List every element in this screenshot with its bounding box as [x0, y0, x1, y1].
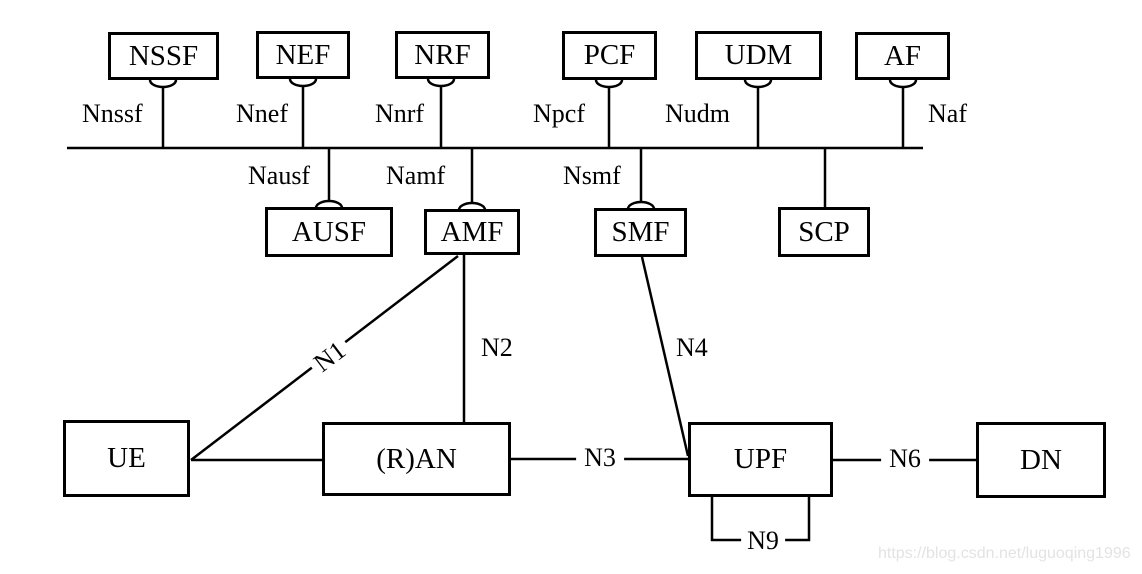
node-nrf: NRF — [395, 31, 490, 79]
node-udm: UDM — [695, 31, 822, 80]
interface-label-nnssf: Nnssf — [82, 99, 143, 128]
node-amf: AMF — [424, 209, 520, 255]
interface-label-nnef: Nnef — [236, 99, 288, 128]
node-pcf: PCF — [562, 31, 657, 80]
node-nssf: NSSF — [108, 32, 219, 80]
reference-label-n3: N3 — [576, 445, 624, 471]
node-dn: DN — [976, 422, 1106, 498]
interface-label-nsmf: Nsmf — [563, 161, 621, 190]
node-af: AF — [855, 32, 950, 80]
csdn-watermark: https://blog.csdn.net/luguoqing1996 — [878, 545, 1131, 562]
n4-link-line — [640, 256, 690, 457]
interface-label-naf: Naf — [928, 99, 967, 128]
reference-label-n2: N2 — [481, 333, 513, 362]
reference-label-n6: N6 — [881, 446, 929, 472]
node-ran: (R)AN — [322, 422, 511, 496]
interface-label-nudm: Nudm — [665, 99, 730, 128]
node-ausf: AUSF — [265, 207, 393, 257]
reference-label-n4: N4 — [676, 333, 708, 362]
node-scp: SCP — [778, 207, 870, 257]
interface-label-npcf: Npcf — [533, 99, 585, 128]
interface-label-nausf: Nausf — [248, 161, 311, 190]
interface-label-namf: Namf — [386, 161, 446, 190]
interface-label-nnrf: Nnrf — [375, 99, 425, 128]
node-smf: SMF — [594, 208, 687, 257]
node-nef: NEF — [256, 31, 350, 79]
node-ue: UE — [63, 420, 190, 497]
node-upf: UPF — [688, 422, 833, 497]
reference-label-n9: N9 — [741, 528, 785, 554]
